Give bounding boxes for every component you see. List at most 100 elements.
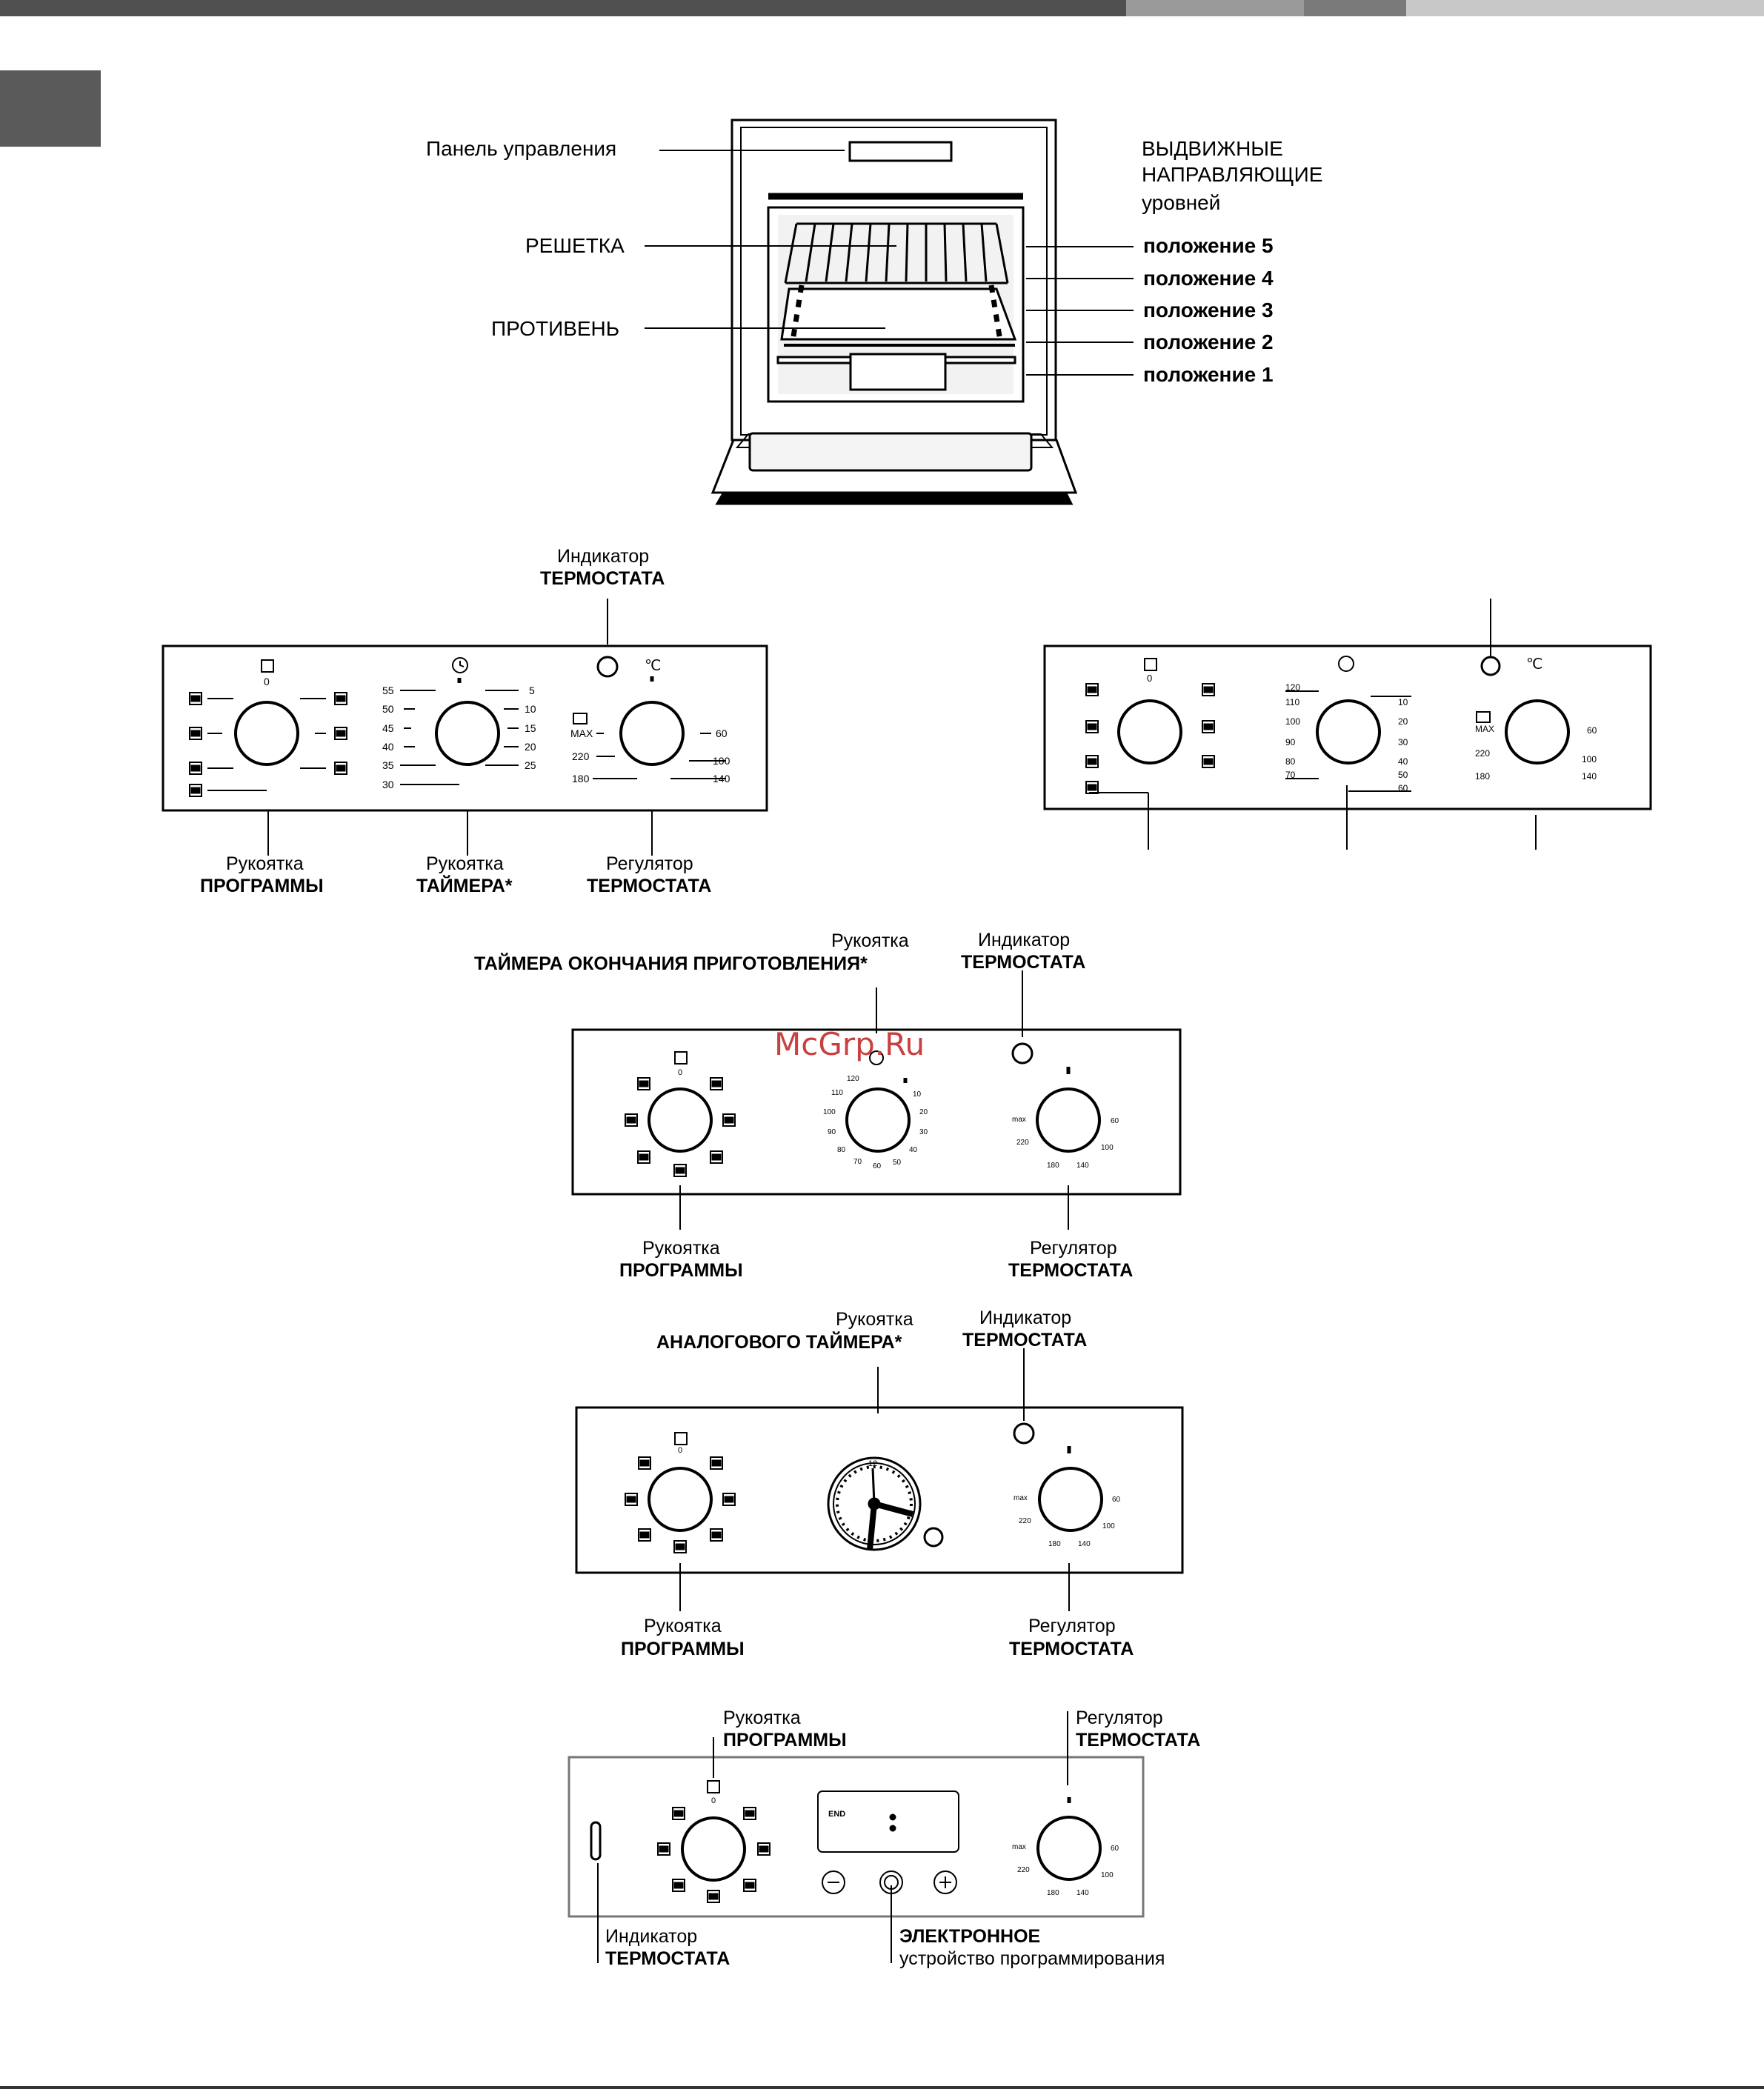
p1-indicator-1: Индикатор	[557, 546, 650, 567]
p5-thermo-180: 180	[1047, 1889, 1059, 1897]
p2-thermo-140: 140	[1582, 771, 1597, 782]
p1-thermo-2: ТЕРМОСТАТА	[587, 876, 712, 896]
label-level-4: положение 4	[1143, 267, 1274, 290]
p3-timer-10: 10	[913, 1090, 922, 1099]
p3-zero: 0	[678, 1068, 683, 1077]
p3-timer-90: 90	[828, 1128, 836, 1136]
p4-zero: 0	[678, 1446, 683, 1455]
p5-electronic-1: ЭЛЕКТРОННОЕ	[899, 1926, 1041, 1947]
p5-thermo-max: max	[1012, 1843, 1026, 1851]
p3-timer-60: 60	[873, 1162, 882, 1170]
p5-electronic-2: устройство программирования	[899, 1948, 1165, 1969]
p3-timer-40: 40	[909, 1146, 918, 1154]
panel1-drawing	[162, 599, 768, 856]
p3-timer-30: 30	[919, 1128, 928, 1136]
p1-thermo-60: 60	[716, 727, 728, 739]
p5-prog-2: ПРОГРАММЫ	[723, 1730, 847, 1750]
p3-thermo-140: 140	[1076, 1162, 1089, 1170]
p1-timer-left-55: 55	[382, 684, 394, 696]
p1-thermo-1: Регулятор	[606, 853, 693, 874]
p4-indicator-2: ТЕРМОСТАТА	[962, 1330, 1088, 1350]
label-tray: ПРОТИВЕНЬ	[491, 317, 620, 340]
p1-indicator-2: ТЕРМОСТАТА	[540, 568, 665, 589]
p1-thermo-220: 220	[572, 750, 590, 762]
label-rails-2: НАПРАВЛЯЮЩИЕ	[1142, 163, 1323, 186]
p3-thermo-2: ТЕРМОСТАТА	[1008, 1260, 1134, 1281]
p5-indicator-2: ТЕРМОСТАТА	[605, 1948, 730, 1969]
panel4-drawing	[575, 1348, 1184, 1611]
p1-thermo-140: 140	[713, 773, 730, 784]
p4-clock-12: 12	[868, 1459, 878, 1468]
watermark: McGrp.Ru	[774, 1026, 925, 1062]
p1-timer-left-30: 30	[382, 779, 394, 790]
oven-drawing	[710, 119, 1078, 505]
label-level-1: положение 1	[1143, 363, 1274, 386]
p3-indicator-1: Индикатор	[978, 930, 1071, 950]
oven-tray	[780, 287, 1017, 347]
p2-timer-60: 60	[1398, 783, 1408, 793]
p3-thermo-60: 60	[1111, 1117, 1119, 1125]
p2-timer-20: 20	[1398, 716, 1408, 727]
p2-timer-80: 80	[1285, 756, 1296, 767]
p5-thermo-220: 220	[1017, 1866, 1030, 1874]
p2-thermo-180: 180	[1475, 771, 1491, 782]
p3-timer-80: 80	[837, 1146, 846, 1154]
p1-timer-left-45: 45	[382, 722, 394, 734]
p1-timer-left-40: 40	[382, 741, 394, 753]
p3-timer-120: 120	[847, 1075, 859, 1083]
p3-timer-1: Рукоятка	[831, 930, 909, 951]
p4-thermo-1: Регулятор	[1028, 1616, 1116, 1636]
p1-timer-left-35: 35	[382, 759, 394, 771]
p1-prog-2: ПРОГРАММЫ	[200, 876, 324, 896]
label-rails-3: уровней	[1142, 191, 1221, 214]
label-level-5: положение 5	[1143, 234, 1274, 257]
p4-thermo-140: 140	[1078, 1540, 1091, 1548]
p2-timer-110: 110	[1285, 697, 1300, 707]
p1-celsius-icon: ℃	[645, 658, 662, 674]
p5-thermo-60: 60	[1111, 1845, 1119, 1853]
panel3-drawing	[571, 970, 1182, 1230]
p5-thermo-140: 140	[1076, 1889, 1089, 1897]
p3-thermo-220: 220	[1016, 1139, 1029, 1147]
p2-thermo-100: 100	[1582, 754, 1597, 764]
bottom-rule	[0, 2086, 1764, 2089]
p3-thermo-180: 180	[1047, 1162, 1059, 1170]
p4-timer-1: Рукоятка	[836, 1309, 913, 1330]
p4-timer-2: АНАЛОГОВОГО ТАЙМЕРА*	[656, 1332, 902, 1353]
p4-prog-2: ПРОГРАММЫ	[621, 1639, 745, 1659]
p3-timer-100: 100	[823, 1108, 836, 1116]
p3-timer-20: 20	[919, 1108, 928, 1116]
p2-timer-70: 70	[1285, 770, 1296, 780]
p5-display-end: END	[828, 1810, 846, 1819]
p3-timer-70: 70	[853, 1158, 862, 1166]
p1-thermo-180: 180	[572, 773, 590, 784]
p2-timer-10: 10	[1398, 697, 1408, 707]
p4-prog-1: Рукоятка	[644, 1616, 722, 1636]
p2-thermo-60: 60	[1587, 725, 1597, 736]
p1-timer-2: ТАЙМЕРА*	[416, 876, 513, 896]
p1-timer-left-50: 50	[382, 703, 394, 715]
p2-timer-40: 40	[1398, 756, 1408, 767]
p2-timer-50: 50	[1398, 770, 1408, 780]
p4-thermo-100: 100	[1102, 1522, 1115, 1530]
analog-clock	[827, 1456, 922, 1551]
p3-indicator-2: ТЕРМОСТАТА	[961, 952, 1086, 973]
p2-celsius-icon: ℃	[1526, 656, 1543, 673]
p5-thermo-100: 100	[1101, 1871, 1114, 1879]
p1-timer-right-20: 20	[525, 741, 536, 753]
p2-zero: 0	[1147, 673, 1153, 684]
p1-timer-1: Рукоятка	[426, 853, 504, 874]
p4-thermo-180: 180	[1048, 1540, 1061, 1548]
p5-prog-1: Рукоятка	[723, 1708, 801, 1728]
p2-timer-90: 90	[1285, 737, 1296, 747]
p5-thermo-1: Регулятор	[1076, 1708, 1163, 1728]
p3-timer-50: 50	[893, 1159, 902, 1167]
label-rack: РЕШЕТКА	[525, 234, 625, 257]
label-rails-1: ВЫДВИЖНЫЕ	[1142, 137, 1283, 160]
top-color-bar	[0, 0, 1764, 16]
p3-prog-1: Рукоятка	[642, 1238, 720, 1259]
p4-thermo-220: 220	[1019, 1517, 1031, 1525]
p3-prog-2: ПРОГРАММЫ	[619, 1260, 743, 1281]
page-side-tab	[0, 70, 101, 147]
